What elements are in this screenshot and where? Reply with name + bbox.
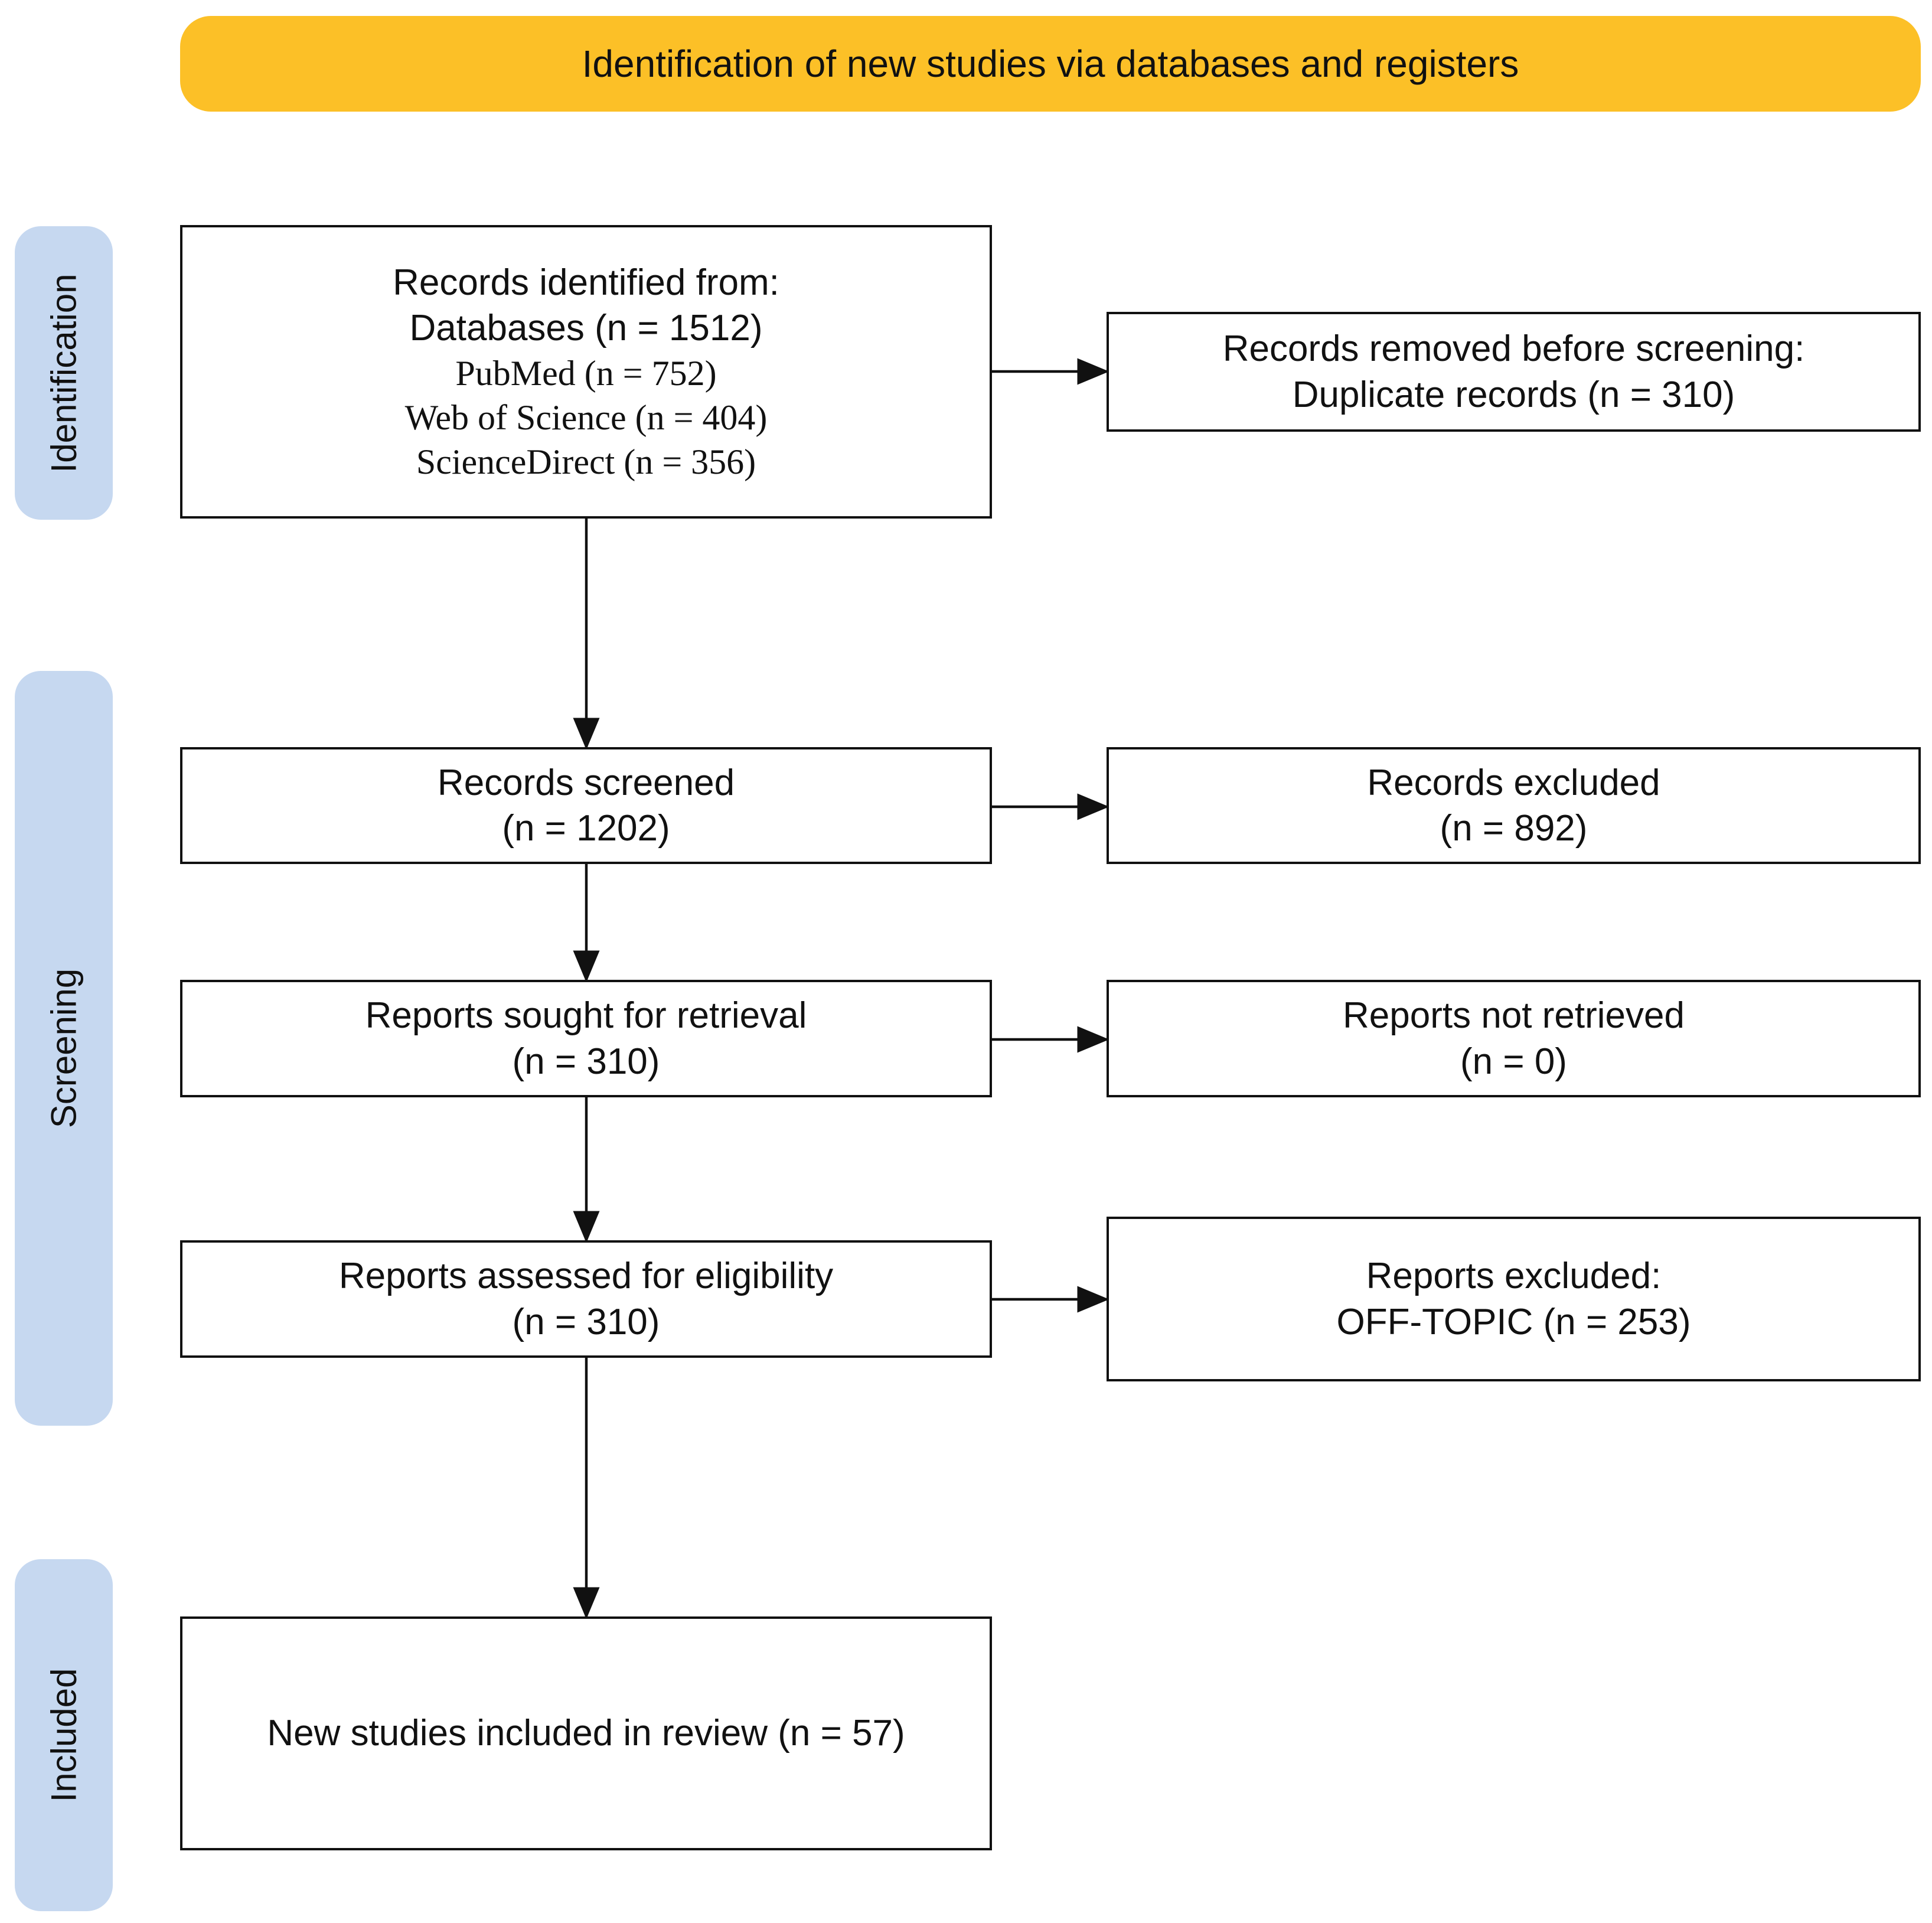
box-records-screened: Records screened (n = 1202) xyxy=(180,747,992,864)
reports-sought-count: (n = 310) xyxy=(512,1041,660,1082)
phase-screening: Screening xyxy=(15,671,113,1426)
studies-included-title: New studies included in review (n = 57) xyxy=(267,1713,905,1754)
box-reports-excluded: Reports excluded: OFF-TOPIC (n = 253) xyxy=(1107,1217,1921,1381)
phase-identification: Identification xyxy=(15,226,113,520)
records-removed-title: Records removed before screening: xyxy=(1222,328,1805,369)
records-removed-duplicates: Duplicate records (n = 310) xyxy=(1292,374,1735,415)
box-reports-not-retrieved: Reports not retrieved (n = 0) xyxy=(1107,980,1921,1097)
records-screened-count: (n = 1202) xyxy=(502,808,670,849)
records-screened-title: Records screened xyxy=(437,762,735,803)
reports-assessed-count: (n = 310) xyxy=(512,1301,660,1342)
header-banner: Identification of new studies via databa… xyxy=(180,16,1921,112)
reports-sought-title: Reports sought for retrieval xyxy=(365,995,807,1036)
header-title: Identification of new studies via databa… xyxy=(582,43,1519,85)
records-identified-wos: Web of Science (n = 404) xyxy=(404,397,768,437)
reports-excluded-reason: OFF-TOPIC (n = 253) xyxy=(1336,1301,1691,1342)
records-identified-databases: Databases (n = 1512) xyxy=(409,308,763,348)
box-records-identified: Records identified from: Databases (n = … xyxy=(180,225,992,519)
records-excluded-title: Records excluded xyxy=(1367,762,1660,803)
reports-assessed-title: Reports assessed for eligibility xyxy=(338,1256,834,1296)
box-studies-included: New studies included in review (n = 57) xyxy=(180,1616,992,1850)
box-records-removed: Records removed before screening: Duplic… xyxy=(1107,312,1921,432)
box-records-excluded: Records excluded (n = 892) xyxy=(1107,747,1921,864)
records-excluded-count: (n = 892) xyxy=(1440,808,1588,849)
box-reports-assessed: Reports assessed for eligibility (n = 31… xyxy=(180,1240,992,1358)
records-identified-sciencedirect: ScienceDirect (n = 356) xyxy=(416,442,756,481)
records-identified-pubmed: PubMed (n = 752) xyxy=(455,353,717,393)
reports-excluded-title: Reports excluded: xyxy=(1366,1256,1662,1296)
records-identified-title: Records identified from: xyxy=(393,262,779,303)
phase-included: Included xyxy=(15,1559,113,1911)
reports-not-retrieved-count: (n = 0) xyxy=(1460,1041,1567,1082)
reports-not-retrieved-title: Reports not retrieved xyxy=(1343,995,1685,1036)
box-reports-sought: Reports sought for retrieval (n = 310) xyxy=(180,980,992,1097)
